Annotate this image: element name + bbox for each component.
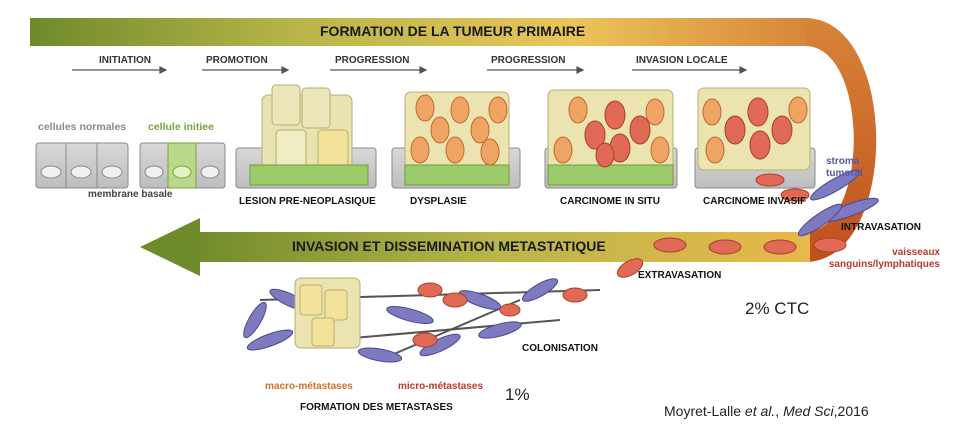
metastasis-formation-label: FORMATION DES METASTASES <box>300 402 453 413</box>
normal-cells-label: cellules normales <box>38 121 127 133</box>
invasive-carcinoma <box>694 87 816 202</box>
one-percent-stat: 1% <box>505 385 530 404</box>
macro-metastases-label: macro-métastases <box>265 381 353 392</box>
step-invasion-locale: INVASION LOCALE <box>636 55 728 66</box>
step-progression-2: PROGRESSION <box>491 55 566 66</box>
citation-etal: et al. <box>744 403 776 419</box>
citation-year: ,2016 <box>833 403 869 419</box>
citation: Moyret-Lalle et al., Med Sci,2016 <box>664 403 869 419</box>
preneoplastic-label: LESION PRE-NEOPLASIQUE <box>239 196 376 207</box>
vessels-label: vaisseaux sanguins/lymphatiques <box>828 247 940 270</box>
extravasation-label: EXTRAVASATION <box>638 270 722 281</box>
initiated-cell-label: cellule initiee <box>148 121 214 133</box>
circulating-tumor-cells <box>616 237 847 278</box>
stroma-cells <box>797 169 879 237</box>
basal-membrane-label: membrane basale <box>88 189 173 200</box>
step-arrows <box>72 66 748 74</box>
dysplasia-label: DYSPLASIE <box>410 196 467 207</box>
metastases <box>243 277 601 363</box>
flow-arrow <box>30 18 877 276</box>
citation-authors: Moyret-Lalle <box>664 403 745 419</box>
initiated-cells <box>139 142 226 189</box>
in-situ-label: CARCINOME IN SITU <box>560 196 660 207</box>
dysplasia <box>391 91 521 189</box>
preneoplastic-lesion <box>235 84 377 189</box>
citation-journal: Med Sci <box>783 403 834 419</box>
ctc-stat: 2% CTC <box>745 299 810 318</box>
carcinoma-in-situ <box>544 89 678 189</box>
step-progression-1: PROGRESSION <box>335 55 410 66</box>
top-band-title: FORMATION DE LA TUMEUR PRIMAIRE <box>320 23 586 39</box>
micro-metastases-label: micro-métastases <box>398 381 484 392</box>
step-promotion: PROMOTION <box>206 55 268 66</box>
normal-cells <box>35 142 129 189</box>
stroma-label: stroma tumoral <box>826 156 863 179</box>
colonisation-label: COLONISATION <box>522 343 598 354</box>
intravasation-label: INTRAVASATION <box>841 222 921 233</box>
bottom-band-title: INVASION ET DISSEMINATION METASTATIQUE <box>292 238 606 254</box>
citation-sep: , <box>775 403 784 419</box>
step-initiation: INITIATION <box>99 55 152 66</box>
invasive-label: CARCINOME INVASIF <box>703 196 807 207</box>
